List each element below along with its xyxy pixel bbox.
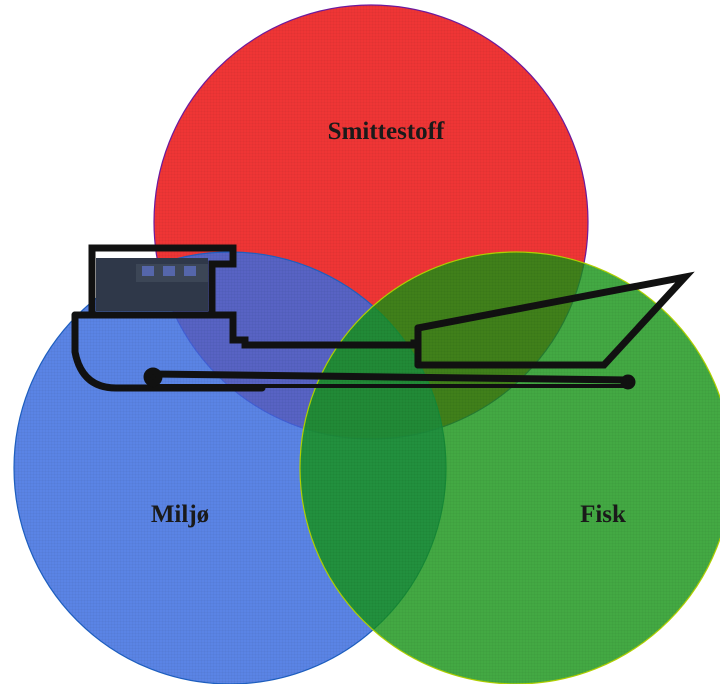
label-fisk: Fisk xyxy=(580,501,626,528)
circle-fisk xyxy=(299,251,720,684)
label-smittestoff: Smittestoff xyxy=(328,118,445,145)
fishing-vessel-icon xyxy=(71,244,695,392)
label-miljo: Miljø xyxy=(151,501,209,528)
